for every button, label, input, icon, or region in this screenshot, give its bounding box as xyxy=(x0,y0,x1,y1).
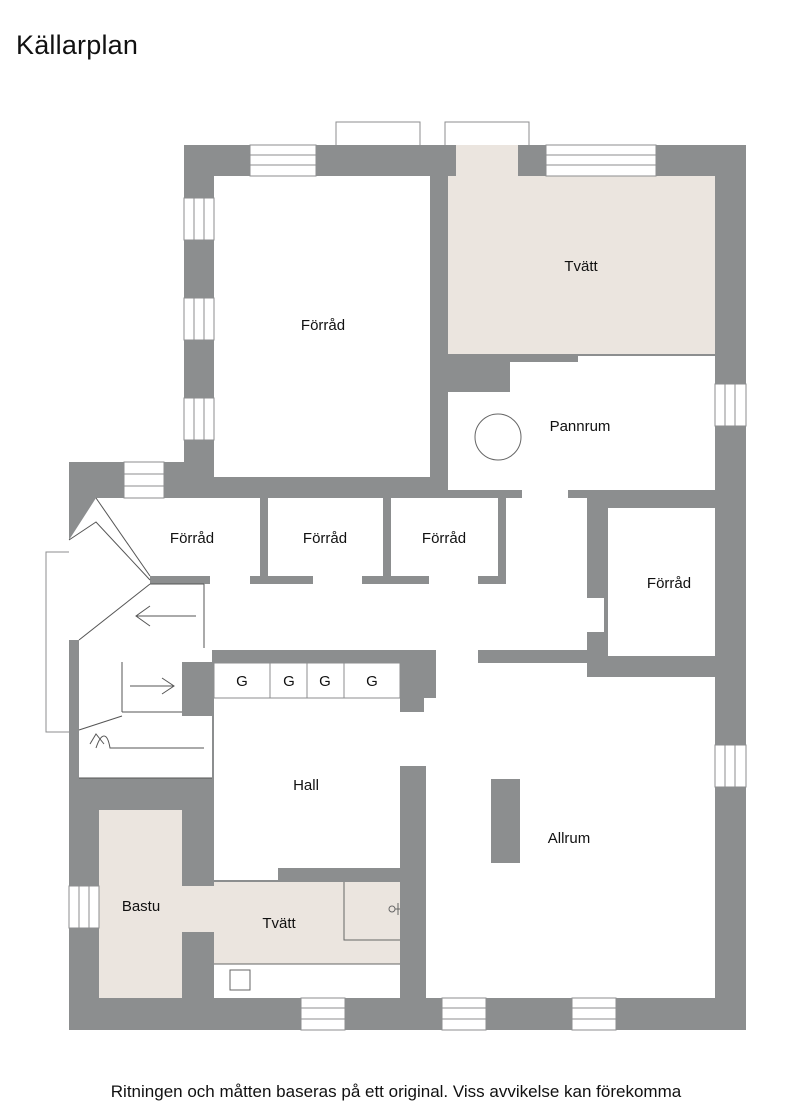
closet-row xyxy=(213,662,401,699)
floor-pannrum xyxy=(448,356,715,498)
laundry-fixtures xyxy=(214,882,400,991)
room-label-forrad-1: Förråd xyxy=(170,530,214,547)
stair-arrow-right-icon xyxy=(130,677,175,695)
floor-forrad-right xyxy=(608,508,715,656)
floor-bastu xyxy=(99,810,214,998)
tap-icon xyxy=(388,903,400,915)
room-labels: Förråd Tvätt Pannrum Förråd Förråd Förrå… xyxy=(122,258,691,932)
light-wells xyxy=(45,121,530,733)
floor-allrum xyxy=(426,663,715,998)
closet-label: G xyxy=(236,673,248,690)
room-label-tvatt-large: Tvätt xyxy=(564,258,598,275)
floor-tvatt-large xyxy=(448,176,715,354)
stairs xyxy=(68,497,212,779)
room-label-forrad-large: Förråd xyxy=(301,317,345,334)
room-label-bastu: Bastu xyxy=(122,898,160,915)
room-label-forrad-2: Förråd xyxy=(303,530,347,547)
closet-label: G xyxy=(283,673,295,690)
stair-arrow-left-icon xyxy=(135,605,196,627)
stair-arrow-turn-icon xyxy=(89,733,204,749)
room-floors xyxy=(69,145,715,998)
floor-hall xyxy=(214,663,478,880)
room-label-tvatt-small: Tvätt xyxy=(262,915,296,932)
floor-corridor xyxy=(69,498,604,663)
room-label-hall: Hall xyxy=(293,777,319,794)
floor-forrad-large xyxy=(214,176,430,477)
room-label-forrad-3: Förråd xyxy=(422,530,466,547)
page-title: Källarplan xyxy=(16,30,139,60)
chimney xyxy=(491,779,520,863)
floor-tvatt-small xyxy=(214,882,400,964)
closet-label: G xyxy=(366,673,378,690)
windows xyxy=(68,144,747,1031)
boiler-icon xyxy=(474,413,522,461)
room-label-pannrum: Pannrum xyxy=(550,418,611,435)
washing-machine-icon xyxy=(229,969,251,991)
disclaimer-text: Ritningen och måtten baseras på ett orig… xyxy=(110,1082,682,1101)
room-label-allrum: Allrum xyxy=(548,830,591,847)
closet-labels: G G G G xyxy=(236,673,378,690)
closet-label: G xyxy=(319,673,331,690)
interior-walls xyxy=(150,354,715,998)
room-label-forrad-right: Förråd xyxy=(647,575,691,592)
